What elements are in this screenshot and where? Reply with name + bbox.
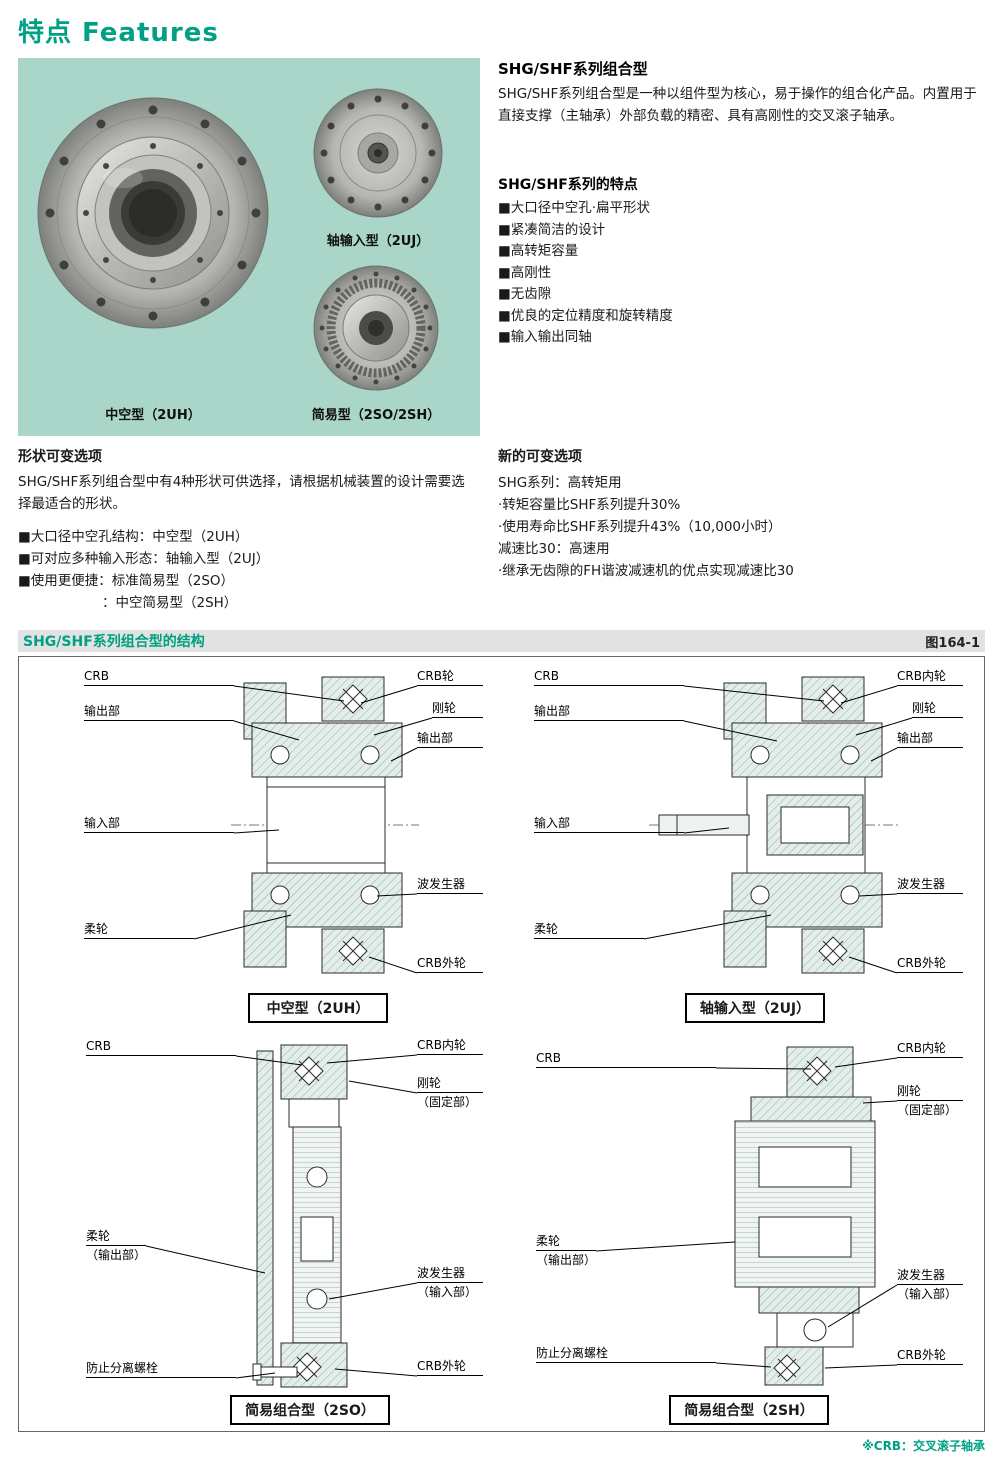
structure-section-bar: SHG/SHF系列组合型的结构 图164-1 <box>18 630 985 652</box>
structure-diagrams-box: CRB 输出部 输入部 柔轮 CRB轮 刚轮 输出部 波发生器 CRB外轮 中空… <box>18 656 985 1432</box>
label-output-top: 输出部 <box>534 705 684 721</box>
label-wave-generator: 波发生器 <box>417 878 483 894</box>
diagram-2sh-drawing <box>595 1046 898 1386</box>
label-flexspline: 柔轮 <box>84 923 194 939</box>
shape-options-list: ■大口径中空孔结构：中空型（2UH） ■可对应多种输入形态：轴输入型（2UJ） … <box>18 526 470 614</box>
diagram-2uj: CRB 输出部 输入部 柔轮 CRB内轮 刚轮 输出部 波发生器 CRB外轮 轴… <box>519 665 969 1023</box>
feature-item: ■紧凑简洁的设计 <box>498 221 606 238</box>
label-flexspline: 柔轮 <box>534 923 644 939</box>
diagram-caption-2so: 简易组合型（2SO） <box>230 1395 390 1425</box>
diagram-caption-2sh: 简易组合型（2SH） <box>669 1395 829 1425</box>
diagram-2uh: CRB 输出部 输入部 柔轮 CRB轮 刚轮 输出部 波发生器 CRB外轮 中空… <box>39 665 489 1023</box>
label-crb: CRB <box>84 670 234 686</box>
photo-shaft-input-type <box>313 88 443 218</box>
label-output-right: 输出部 <box>417 732 483 748</box>
new-option-line: ·使用寿命比SHF系列提升43%（10,000小时） <box>498 519 782 535</box>
new-option-line: 减速比30：高速用 <box>498 541 610 557</box>
product-photos-panel: 中空型（2UH） 轴输入型（2UJ） 简易型（2SO/2SH） <box>18 58 480 436</box>
photo-label-hollow: 中空型（2UH） <box>105 408 201 423</box>
photo-hollow-type <box>37 97 269 329</box>
intro-body: SHG/SHF系列组合型是一种以组件型为核心，易于操作的组合化产品。内置用于直接… <box>498 86 977 124</box>
intro-features-list: ■大口径中空孔·扁平形状 ■紧凑简洁的设计 ■高转矩容量 ■高刚性 ■无齿隙 ■… <box>498 198 990 349</box>
shape-options-body: SHG/SHF系列组合型中有4种形状可供选择，请根据机械装置的设计需要选择最适合… <box>18 474 465 512</box>
label-wave-generator: 波发生器 <box>897 878 963 894</box>
label-crb-inner: CRB轮 <box>417 670 483 686</box>
shape-option-item: ■使用更便捷：标准简易型（2SO） <box>18 573 235 589</box>
diagram-caption-2uj: 轴输入型（2UJ） <box>685 993 825 1023</box>
label-crb-outer: CRB外轮 <box>897 957 963 973</box>
feature-item: ■高刚性 <box>498 264 552 281</box>
new-option-line: SHG系列：高转矩用 <box>498 475 622 491</box>
label-crb-inner: CRB内轮 <box>897 670 963 686</box>
label-circular-spline: 刚轮 <box>432 702 483 718</box>
intro-heading: SHG/SHF系列组合型 <box>498 60 648 78</box>
label-output-right: 输出部 <box>897 732 963 748</box>
diagram-2so: CRB 柔轮 （输出部） 防止分离螺栓 CRB内轮 刚轮 （固定部） 波发生器 … <box>39 1037 489 1427</box>
label-crb-inner: CRB内轮 <box>897 1042 963 1058</box>
diagram-2uh-drawing <box>193 676 433 974</box>
label-crb: CRB <box>86 1040 236 1056</box>
label-input: 输入部 <box>84 817 234 833</box>
new-option-line: ·转矩容量比SHF系列提升30% <box>498 497 681 513</box>
shape-option-item: ：中空简易型（2SH） <box>102 595 238 611</box>
label-separation-bolt: 防止分离螺栓 <box>536 1347 716 1363</box>
label-flexspline: 柔轮 （输出部） <box>86 1229 147 1262</box>
feature-item: ■大口径中空孔·扁平形状 <box>498 200 651 216</box>
feature-item: ■无齿隙 <box>498 286 552 302</box>
label-circular-spline: 刚轮 （固定部） <box>897 1085 963 1117</box>
diagram-2uj-drawing <box>643 676 913 974</box>
diagram-caption-2uh: 中空型（2UH） <box>248 993 388 1023</box>
label-input: 输入部 <box>534 817 684 833</box>
label-wave-generator: 波发生器 （输入部） <box>417 1267 483 1299</box>
diagram-2so-drawing <box>145 1044 418 1388</box>
photo-label-shaft-input: 轴输入型（2UJ） <box>326 234 430 249</box>
label-crb-outer: CRB外轮 <box>417 957 483 973</box>
feature-item: ■优良的定位精度和旋转精度 <box>498 307 673 324</box>
photo-label-simple: 简易型（2SO/2SH） <box>311 408 441 423</box>
feature-item: ■高转矩容量 <box>498 243 579 259</box>
label-crb-outer: CRB外轮 <box>417 1360 483 1376</box>
label-crb: CRB <box>536 1052 716 1068</box>
new-option-line: ·继承无齿隙的FH谐波减速机的优点实现减速比30 <box>498 563 794 579</box>
label-crb: CRB <box>534 670 684 686</box>
diagram-2sh: CRB 柔轮 （输出部） 防止分离螺栓 CRB内轮 刚轮 （固定部） 波发生器 … <box>519 1037 969 1427</box>
label-crb-inner: CRB内轮 <box>417 1039 483 1055</box>
label-output-top: 输出部 <box>84 705 234 721</box>
shape-options-heading: 形状可变选项 <box>18 449 102 465</box>
label-circular-spline: 刚轮 （固定部） <box>417 1077 483 1109</box>
label-flexspline: 柔轮 （输出部） <box>536 1234 597 1267</box>
shape-option-item: ■可对应多种输入形态：轴输入型（2UJ） <box>18 551 270 567</box>
new-options-heading: 新的可变选项 <box>498 449 582 465</box>
intro-features-heading: SHG/SHF系列的特点 <box>498 177 638 193</box>
page-title: 特点 Features <box>18 18 219 48</box>
label-separation-bolt: 防止分离螺栓 <box>86 1362 236 1378</box>
crb-footnote: ※CRB：交叉滚子轴承 <box>862 1439 985 1453</box>
new-options-list: SHG系列：高转矩用 ·转矩容量比SHF系列提升30% ·使用寿命比SHF系列提… <box>498 472 990 582</box>
structure-heading: SHG/SHF系列组合型的结构 <box>23 634 205 650</box>
feature-item: ■输入输出同轴 <box>498 329 592 345</box>
label-circular-spline: 刚轮 <box>912 702 963 718</box>
shape-option-item: ■大口径中空孔结构：中空型（2UH） <box>18 529 249 545</box>
label-wave-generator: 波发生器 （输入部） <box>897 1269 963 1301</box>
label-crb-outer: CRB外轮 <box>897 1349 963 1365</box>
photo-simple-type <box>313 265 439 391</box>
figure-ref: 图164-1 <box>925 635 980 651</box>
